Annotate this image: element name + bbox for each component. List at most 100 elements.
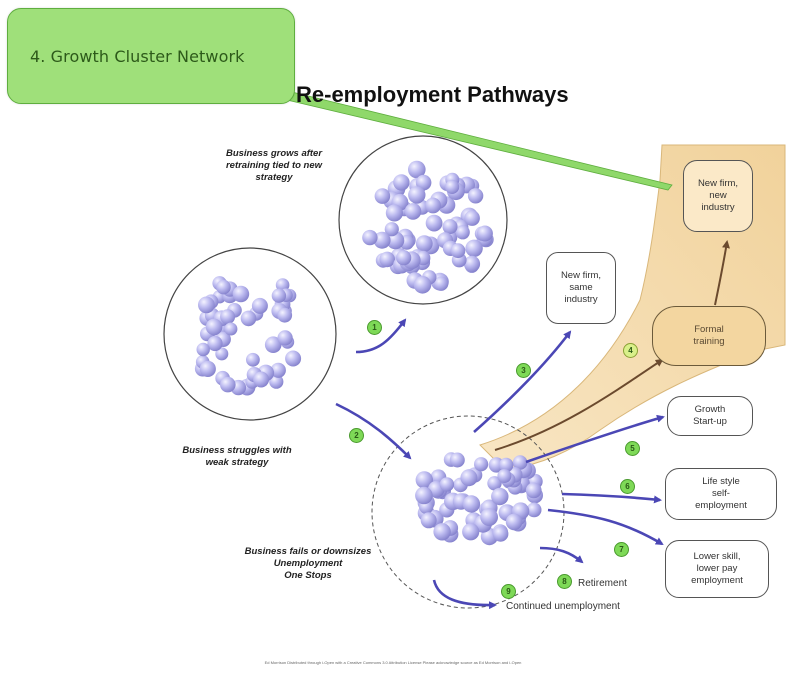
- arrow-training-to-industry: [714, 240, 730, 306]
- diagram-title: Re-employment Pathways: [296, 82, 569, 107]
- note-grows-line-2: retraining tied to new: [225, 160, 323, 171]
- sphere: [199, 360, 216, 377]
- sphere: [220, 309, 236, 325]
- note-grows-line-1: Business grows after: [225, 148, 323, 159]
- note-fails-line-2: Unemployment: [273, 558, 343, 569]
- note-struggles-line-1: Business struggles with: [182, 445, 292, 456]
- box-new-firm-same-industry: New firm, same industry: [546, 252, 616, 324]
- sphere: [433, 276, 449, 291]
- badge-7: 7: [614, 542, 629, 557]
- box-lifestyle-self-employment: Life style self- employment: [665, 468, 777, 520]
- badge-3: 3: [516, 363, 531, 378]
- sphere: [362, 229, 378, 246]
- sphere: [480, 508, 498, 526]
- box-formal-training: Formal training: [652, 306, 766, 366]
- badge-2: 2: [349, 428, 364, 443]
- arrow-9: [432, 579, 497, 610]
- sphere: [374, 188, 391, 204]
- arrow-3: [473, 330, 572, 433]
- badge-4: 4: [623, 343, 638, 358]
- sphere: [499, 457, 514, 473]
- sphere: [220, 376, 236, 393]
- sphere: [205, 318, 223, 336]
- sphere: [491, 487, 509, 506]
- arrow-2: [335, 402, 412, 460]
- sphere: [449, 452, 465, 468]
- sphere: [198, 296, 215, 314]
- label-retirement: Retirement: [578, 578, 627, 589]
- sphere: [464, 210, 480, 226]
- note-struggles-line-2: weak strategy: [205, 457, 269, 468]
- sphere: [505, 513, 523, 531]
- sphere: [425, 197, 441, 214]
- badge-1: 1: [367, 320, 382, 335]
- sphere: [379, 251, 396, 268]
- sphere: [415, 471, 433, 489]
- sphere: [264, 336, 282, 354]
- sphere: [450, 243, 466, 259]
- callout-box: 4. Growth Cluster Network: [7, 8, 295, 104]
- sphere: [385, 204, 403, 222]
- sphere: [425, 214, 443, 232]
- sphere: [512, 455, 528, 470]
- badge-5: 5: [625, 441, 640, 456]
- sphere: [224, 322, 238, 336]
- box-lower-skill-employment: Lower skill, lower pay employment: [665, 540, 769, 598]
- note-fails-line-1: Business fails or downsizes: [244, 546, 372, 557]
- note-business-struggles: Business struggles with weak strategy: [172, 445, 302, 469]
- sphere: [408, 186, 426, 204]
- sphere: [253, 371, 270, 388]
- sphere: [277, 330, 293, 346]
- box-new-firm-new-industry: New firm, new industry: [683, 160, 753, 232]
- sphere: [404, 203, 422, 220]
- note-business-grows: Business grows after retraining tied to …: [214, 148, 334, 184]
- label-continued-unemployment: Continued unemployment: [506, 601, 620, 612]
- sphere: [269, 374, 284, 389]
- sphere: [396, 250, 412, 266]
- sphere: [277, 307, 293, 323]
- badge-6: 6: [620, 479, 635, 494]
- sphere: [467, 188, 484, 204]
- arrow-4: [494, 358, 664, 451]
- growth-sphere-cluster: [362, 160, 494, 294]
- sphere: [462, 495, 481, 513]
- sphere: [251, 297, 268, 314]
- sphere: [462, 523, 480, 541]
- sphere: [497, 469, 512, 483]
- arrow-5: [525, 414, 665, 464]
- sphere: [415, 486, 433, 505]
- note-fails-line-3: One Stops: [284, 570, 332, 581]
- sphere: [474, 457, 489, 472]
- sphere: [408, 160, 426, 179]
- sphere: [439, 477, 455, 492]
- sphere: [525, 482, 542, 499]
- training-arrows: [494, 240, 730, 451]
- sphere: [271, 288, 287, 303]
- sphere: [465, 239, 483, 257]
- arrow-6: [561, 492, 662, 504]
- pathway-arrows: [335, 318, 665, 610]
- sphere: [492, 526, 509, 542]
- arrow-8: [539, 546, 584, 564]
- note-business-fails: Business fails or downsizes Unemployment…: [222, 546, 394, 582]
- arrow-1: [355, 318, 407, 354]
- sphere: [445, 179, 460, 194]
- sphere: [232, 285, 250, 303]
- sphere: [246, 352, 260, 367]
- sphere: [526, 502, 542, 518]
- sphere: [487, 476, 502, 491]
- badge-9: 9: [501, 584, 516, 599]
- sphere: [373, 231, 391, 249]
- sphere: [270, 362, 286, 378]
- sphere: [463, 255, 481, 272]
- sphere: [384, 222, 399, 237]
- sphere: [215, 347, 229, 361]
- sphere: [240, 310, 257, 327]
- badge-8: 8: [557, 574, 572, 589]
- note-grows-line-3: strategy: [255, 172, 293, 183]
- sphere: [433, 523, 451, 541]
- struggling-sphere-cluster: [194, 276, 302, 396]
- sphere: [415, 174, 432, 191]
- sphere: [420, 512, 437, 529]
